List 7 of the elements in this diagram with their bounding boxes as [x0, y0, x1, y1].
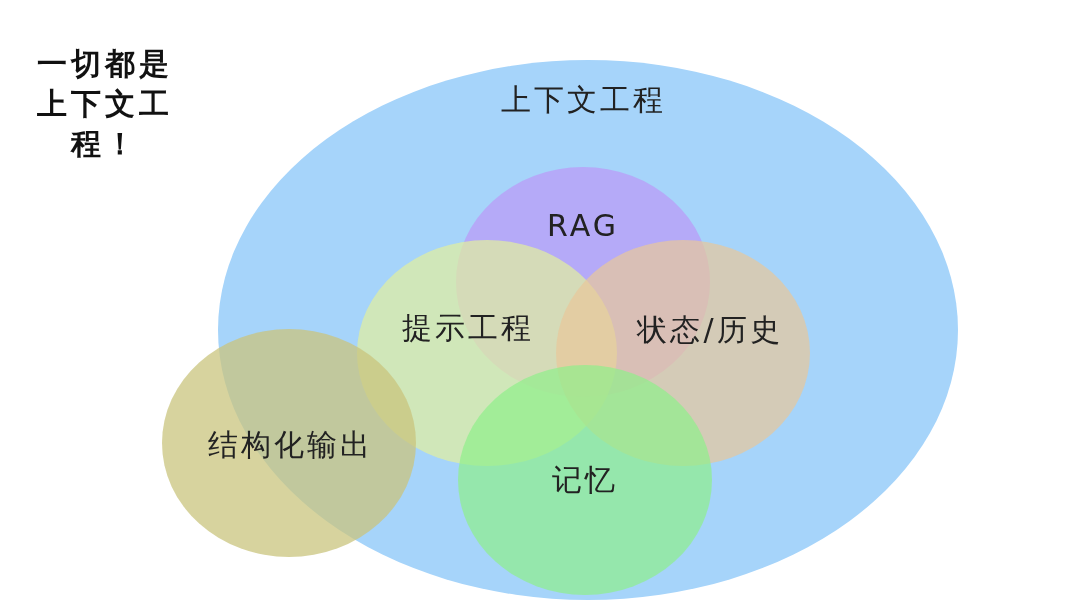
- circle-label: 状态/历史: [637, 310, 783, 349]
- circle-label: 记忆: [552, 460, 618, 499]
- circle-label: 提示工程: [402, 308, 534, 347]
- circle-label: 结构化输出: [207, 425, 373, 464]
- circle-label: RAG: [547, 207, 619, 243]
- slogan-text: 一切都是上下文工程！: [36, 45, 174, 163]
- circle-label: 上下文工程: [500, 80, 666, 119]
